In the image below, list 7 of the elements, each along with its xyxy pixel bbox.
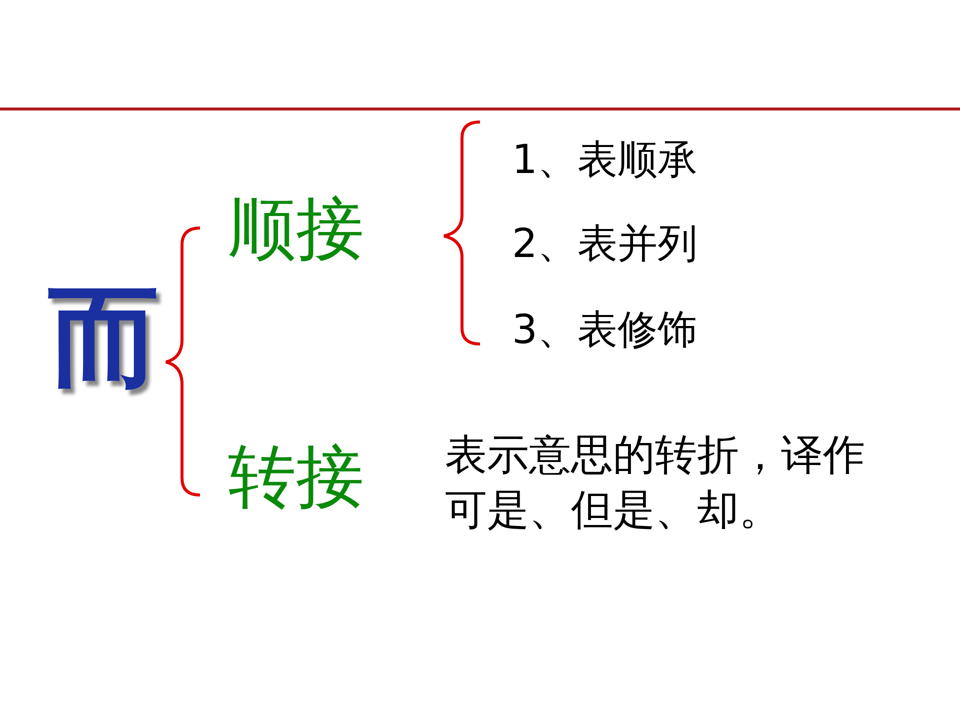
list-item: 2、表并列 (512, 224, 698, 264)
list-item: 3、表修饰 (512, 310, 698, 350)
explanation-text: 表示意思的转折，译作可是、但是、却。 (445, 429, 866, 536)
heading-text: 转接 (228, 444, 364, 512)
heading-text: 顺接 (228, 196, 364, 264)
large-character: 而 (48, 282, 160, 394)
list-item: 1、表顺承 (512, 140, 698, 180)
